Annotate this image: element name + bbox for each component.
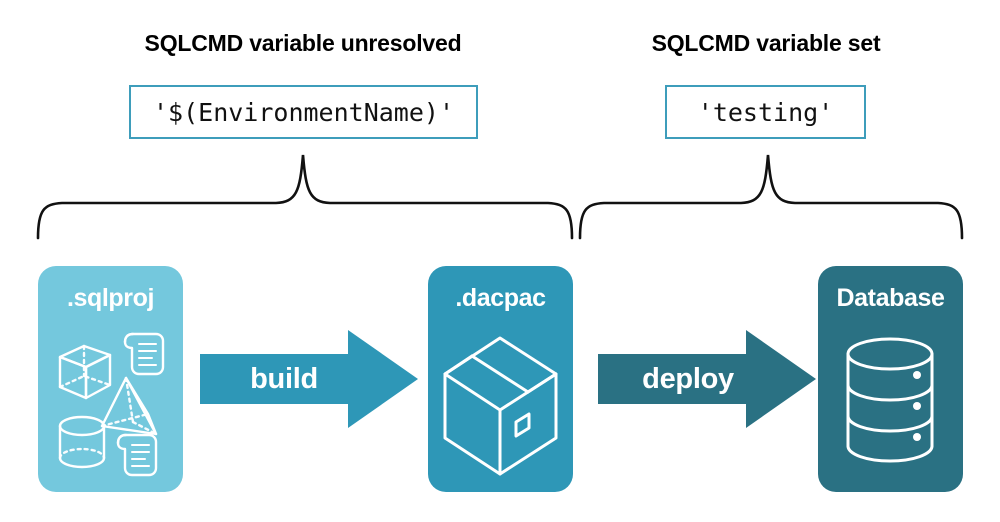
code-box-environment-name: '$(EnvironmentName)' <box>129 85 478 139</box>
left-brace-icon <box>36 154 574 240</box>
database-icon-group <box>846 337 934 463</box>
card-sqlproj: .sqlproj <box>38 266 183 492</box>
card-database: Database <box>818 266 963 492</box>
sqlproj-icon-group <box>58 332 165 477</box>
arrow-deploy: deploy <box>598 330 816 428</box>
arrow-build: build <box>200 330 418 428</box>
package-box-icon <box>443 336 558 476</box>
brace-group <box>36 154 964 240</box>
pyramid-icon <box>100 376 158 436</box>
code-box-testing: 'testing' <box>665 85 866 139</box>
deploy-arrow-icon <box>598 330 816 428</box>
cylinder-icon <box>58 415 106 469</box>
build-arrow-icon <box>200 330 418 428</box>
right-brace-icon <box>578 154 964 240</box>
card-dacpac: .dacpac <box>428 266 573 492</box>
dacpac-icon-group <box>443 336 558 476</box>
database-cylinder-icon <box>846 337 934 463</box>
card-dacpac-title: .dacpac <box>455 284 546 312</box>
heading-sqlcmd-unresolved: SQLCMD variable unresolved <box>144 30 462 56</box>
script-icon <box>116 433 158 477</box>
cube-icon <box>58 344 112 400</box>
script-icon <box>123 332 165 376</box>
card-sqlproj-title: .sqlproj <box>66 284 155 312</box>
heading-sqlcmd-set: SQLCMD variable set <box>651 30 881 56</box>
card-database-title: Database <box>836 284 945 312</box>
